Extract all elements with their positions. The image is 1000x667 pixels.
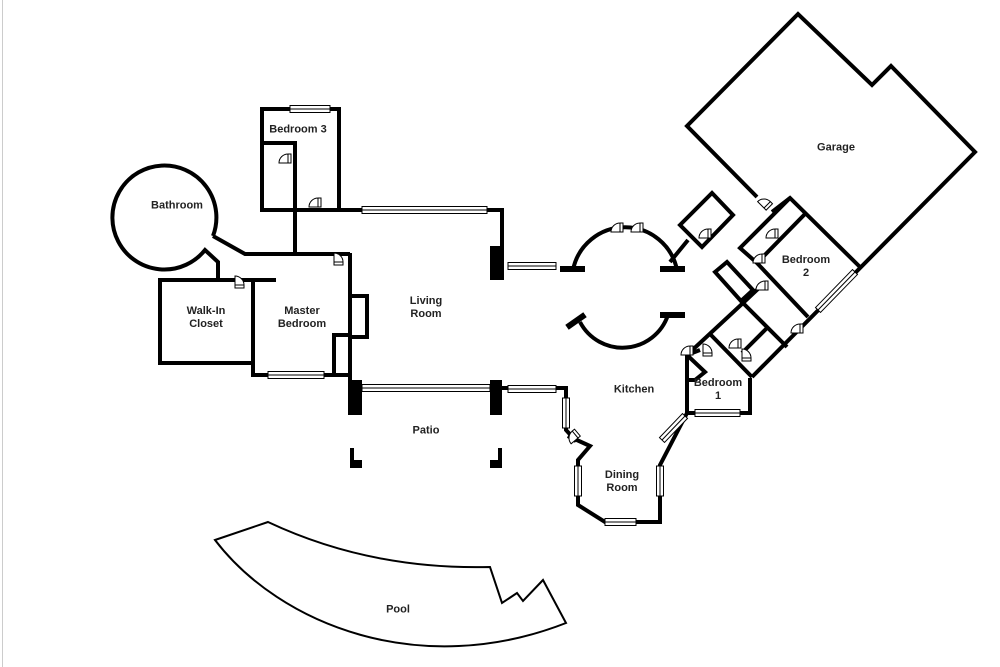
columns (350, 246, 685, 468)
column (660, 312, 685, 318)
label-line: Walk-In (186, 305, 226, 317)
column (490, 448, 502, 468)
door-swing-icon (278, 153, 292, 164)
label-line: 1 (714, 390, 722, 402)
label-line: 2 (802, 267, 810, 279)
door-swing-icon (698, 228, 712, 239)
window (507, 385, 557, 393)
bedroom3-closet-wall (262, 141, 297, 253)
window (289, 105, 331, 113)
garage-closet (668, 190, 736, 264)
master-bump (350, 294, 369, 339)
label-line: Bedroom (693, 377, 743, 389)
door-swing-icon (752, 253, 766, 264)
label-line: Bedroom (277, 318, 327, 330)
room-label-pool: Pool (386, 603, 410, 616)
living-north-wall (339, 208, 504, 280)
room-label-bedroom-3: Bedroom 3 (269, 123, 327, 136)
walkin-closet-walls (158, 278, 255, 365)
label-line: Room (410, 308, 442, 320)
bedroom1-closet (685, 353, 709, 382)
window (507, 262, 557, 270)
window (361, 384, 491, 392)
door-swing-icon (728, 338, 742, 349)
garage-walls (684, 11, 978, 379)
column (660, 266, 685, 272)
room-label-patio: Patio (412, 424, 440, 437)
door-swing-icon (790, 323, 804, 334)
room-label-garage: Garage (817, 141, 855, 154)
column (490, 246, 502, 280)
master-closet (332, 333, 350, 375)
bathroom-corridor-wall (212, 234, 350, 256)
window (814, 268, 859, 314)
label-line: Dining (604, 469, 640, 481)
door-swing-icon (702, 343, 713, 357)
kitchen-arch-north (571, 225, 679, 271)
window (574, 465, 582, 497)
door-swing-icon (234, 275, 245, 289)
label-line: Room (606, 482, 638, 494)
door-swing-icon (610, 222, 624, 233)
column (490, 380, 502, 415)
room-label-bathroom: Bathroom (151, 199, 203, 212)
door-swing-icon (308, 197, 322, 208)
bedroom1-hall-walls (685, 285, 789, 379)
column (565, 312, 587, 330)
bathroom-wall (110, 163, 220, 280)
window (604, 518, 637, 526)
window (562, 397, 570, 429)
door-swing-icon (756, 198, 774, 211)
kitchen-arch-south (578, 314, 670, 350)
window (694, 409, 741, 417)
door-swing-icon (741, 348, 752, 362)
page-edge (2, 0, 3, 667)
label-line: Living (409, 295, 443, 307)
column (350, 448, 362, 468)
hall-closet (712, 259, 756, 304)
label-line: Bedroom (781, 254, 831, 266)
window (656, 465, 664, 497)
door-swing-icon (765, 228, 779, 239)
column (350, 380, 362, 415)
bedroom2-walls (737, 196, 810, 319)
pool-outline (213, 520, 568, 648)
door-swing-icon (568, 428, 582, 445)
label-line: Master (284, 305, 320, 317)
label-line: Closet (189, 318, 223, 330)
window (361, 206, 488, 214)
window (267, 371, 325, 379)
room-label-kitchen: Kitchen (613, 383, 655, 396)
door-swing-icon (630, 222, 644, 233)
column (560, 266, 585, 272)
kitchen-south-wall (502, 348, 701, 524)
door-swing-icon (755, 280, 769, 291)
door-swing-icon (333, 252, 344, 266)
door-swing-icon (680, 345, 694, 356)
window (658, 412, 689, 444)
